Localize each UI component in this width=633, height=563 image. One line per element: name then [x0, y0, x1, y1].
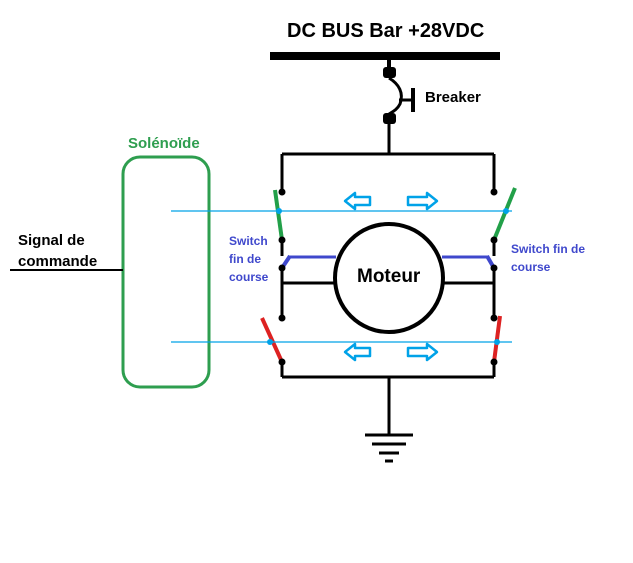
limit-switch-right-line2: course — [511, 260, 551, 274]
breaker-label: Breaker — [425, 89, 481, 106]
limit-switch-right-label: Switch fin de course — [511, 240, 585, 276]
switch-upper-right — [492, 187, 517, 241]
solenoid-label: Solénoïde — [128, 135, 200, 152]
motor-label: Moteur — [357, 266, 421, 287]
limit-switch-left-label: Switch fin de course — [229, 232, 268, 286]
arrow-right-icon — [406, 191, 439, 211]
ground-icon — [365, 377, 413, 463]
command-signal-label: Signal de commande — [18, 230, 97, 272]
limit-switch-right-line1: Switch fin de — [511, 242, 586, 256]
arrow-right-icon — [406, 342, 439, 362]
arrow-left-icon — [343, 342, 372, 362]
limit-switch-left-line3: course — [229, 270, 269, 284]
limit-switch-left-line1: Switch — [229, 234, 268, 248]
command-signal-line2: commande — [18, 253, 98, 270]
command-signal-line1: Signal de — [18, 232, 85, 249]
breaker-icon — [383, 60, 415, 154]
bus-bar-title: DC BUS Bar +28VDC — [287, 20, 485, 42]
motor — [333, 222, 445, 334]
solenoid-box — [121, 155, 211, 389]
limit-switch-left-line2: fin de — [229, 252, 261, 266]
switch-upper-left — [273, 189, 284, 241]
arrow-left-icon — [343, 191, 372, 211]
